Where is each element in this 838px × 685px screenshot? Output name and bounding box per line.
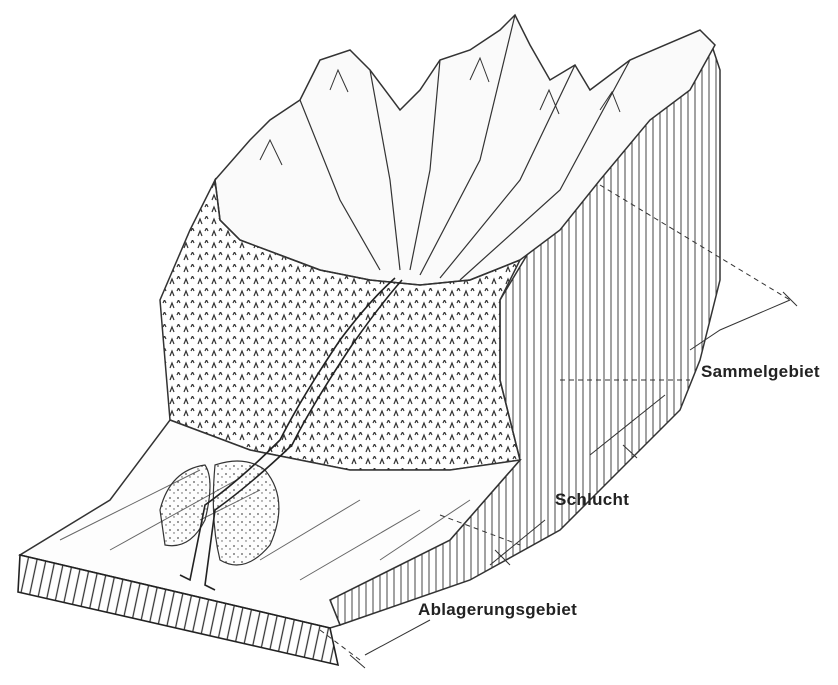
- label-deposition-area: Ablagerungsgebiet: [418, 600, 577, 620]
- label-gorge: Schlucht: [555, 490, 629, 510]
- label-collection-area: Sammelgebiet: [701, 362, 820, 382]
